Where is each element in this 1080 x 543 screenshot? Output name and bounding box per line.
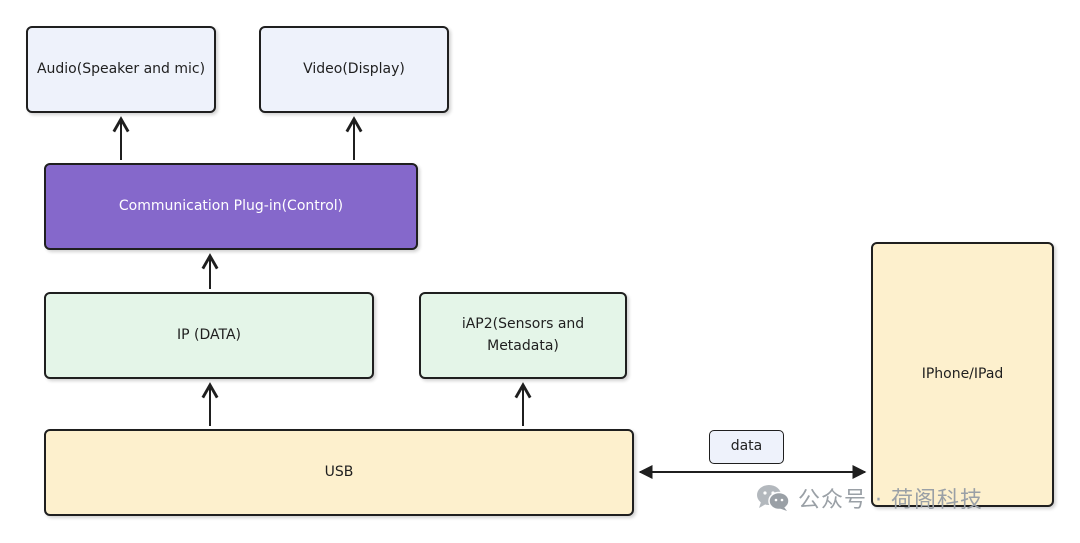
- iap2-box: iAP2(Sensors and Metadata): [419, 292, 627, 379]
- video-box: Video(Display): [259, 26, 449, 113]
- video-label: Video(Display): [303, 60, 405, 77]
- ip-data-box: IP (DATA): [44, 292, 374, 379]
- communication-plugin-box: Communication Plug-in(Control): [44, 163, 418, 250]
- communication-plugin-label: Communication Plug-in(Control): [118, 197, 344, 214]
- usb-label: USB: [324, 463, 354, 480]
- usb-box: USB: [44, 429, 634, 516]
- iphone-ipad-box: IPhone/IPad: [871, 242, 1054, 507]
- iap2-label: iAP2(Sensors and Metadata): [461, 315, 585, 354]
- ip-data-label: IP (DATA): [176, 326, 241, 343]
- data-label: data: [730, 438, 763, 455]
- audio-box: Audio(Speaker and mic): [26, 26, 216, 113]
- audio-label: Audio(Speaker and mic): [36, 60, 206, 77]
- watermark: 公众号 · 荷阁科技: [756, 482, 983, 514]
- wechat-icon: [757, 485, 790, 511]
- iphone-ipad-label: IPhone/IPad: [921, 365, 1004, 382]
- data-tag: data: [709, 430, 784, 464]
- watermark-text: 公众号 · 荷阁科技: [798, 488, 983, 513]
